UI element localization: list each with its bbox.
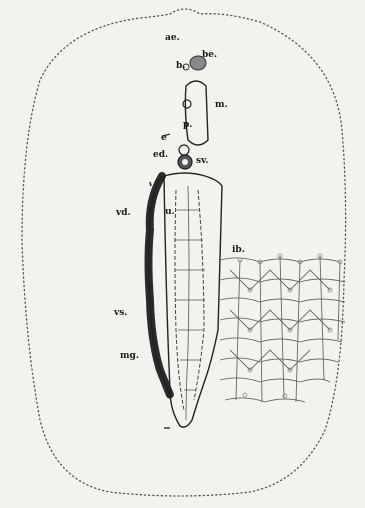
seminal-vesicle-core (182, 159, 188, 165)
label-vd: vd. (115, 208, 131, 218)
label-p: p. (183, 120, 192, 130)
label-ae: ae. (165, 33, 180, 43)
label-e: e (161, 133, 167, 143)
pharynx-organ (185, 81, 208, 145)
uterus-inner-right (194, 190, 204, 400)
body-outline (22, 9, 346, 496)
label-mg: mg. (120, 351, 139, 361)
label-ed: ed. (153, 150, 168, 160)
small-dot (150, 182, 151, 186)
label-be: be. (202, 50, 217, 60)
label-u: u. (165, 207, 175, 217)
label-ib: ib. (232, 245, 245, 255)
yolk-gland-network (220, 256, 345, 402)
label-vs: vs. (113, 308, 127, 318)
ejaculatory-duct (179, 145, 189, 155)
label-m: m. (215, 100, 228, 110)
label-sv: sv. (196, 156, 209, 166)
uterus-center-line (186, 186, 189, 420)
pharynx-opening (183, 100, 191, 108)
segment-lines (174, 210, 205, 390)
label-b: b. (176, 61, 185, 71)
